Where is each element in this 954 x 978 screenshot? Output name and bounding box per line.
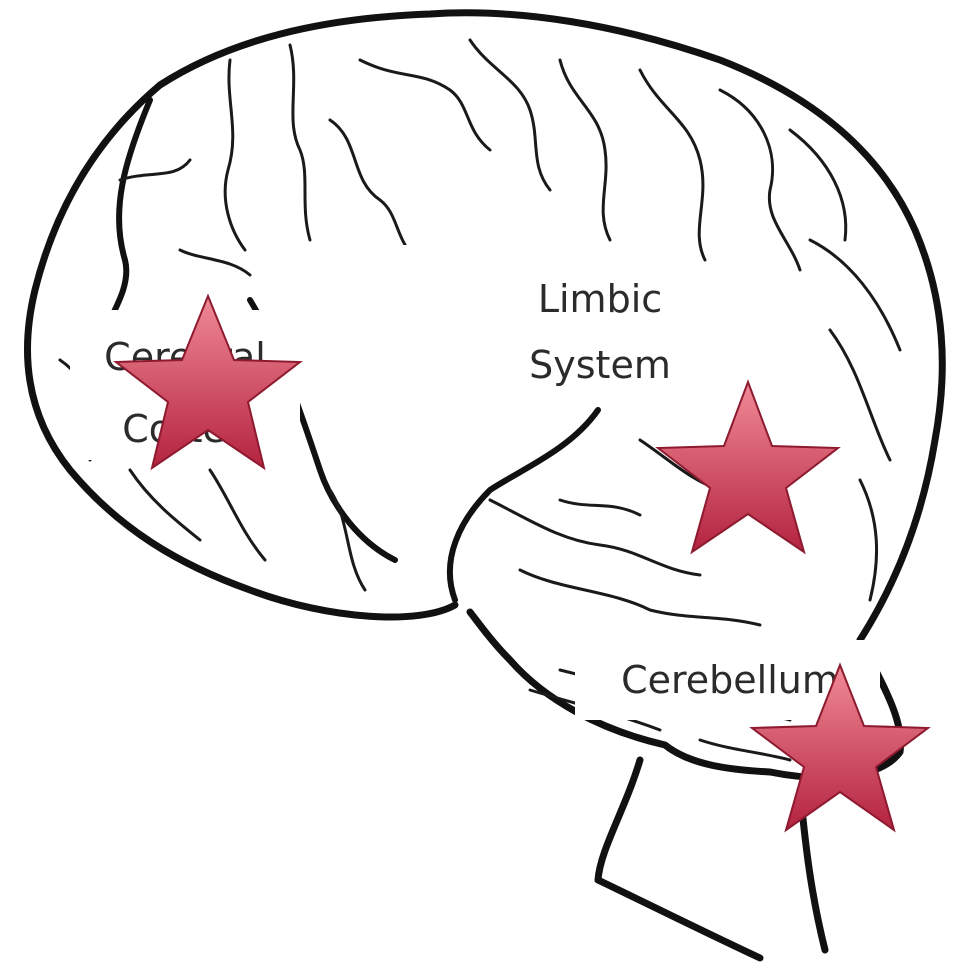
limbic-system-label-line2: System [529, 343, 671, 387]
limbic-system-label-line1: Limbic [538, 277, 662, 321]
brainstem-outline [598, 760, 760, 958]
cerebellum-label: Cerebellum [621, 658, 839, 702]
star-icon [658, 382, 838, 552]
